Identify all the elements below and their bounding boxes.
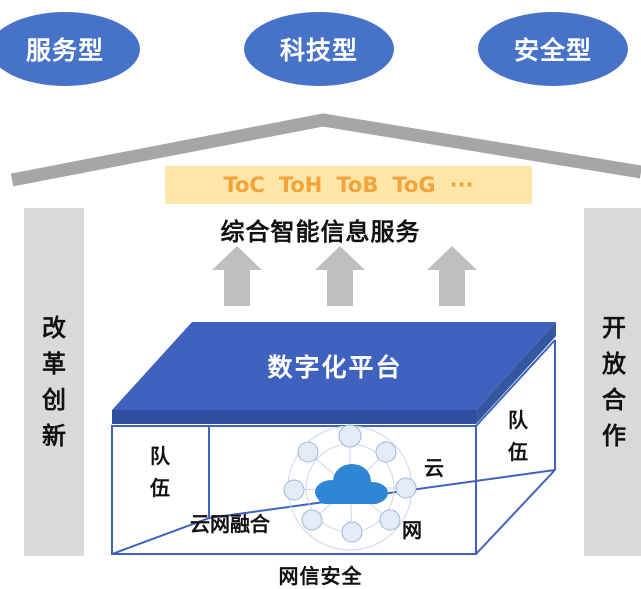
up-arrow-icon bbox=[315, 246, 365, 306]
left-pillar-char: 新 bbox=[42, 421, 66, 450]
up-arrow-icon bbox=[212, 246, 262, 306]
team-label-left-char: 队 bbox=[150, 444, 170, 468]
oval-service-type: 服务型 bbox=[0, 12, 140, 86]
left-pillar-char: 革 bbox=[42, 349, 66, 378]
team-label-left-char: 伍 bbox=[150, 476, 170, 500]
up-arrows bbox=[212, 246, 477, 306]
cloud-network-fusion-label: 云网融合 bbox=[190, 512, 270, 536]
oval-tech-type: 科技型 bbox=[244, 12, 394, 86]
cloud-label: 云 bbox=[424, 456, 444, 480]
cloud-network-icon bbox=[283, 424, 417, 551]
banner-item-tog: ToG bbox=[392, 173, 436, 197]
banner-item-toc: ToC bbox=[223, 173, 265, 197]
network-label: 网 bbox=[402, 518, 422, 542]
right-pillar-open-cooperation: 开 放 合 作 bbox=[584, 208, 641, 556]
up-arrow-icon bbox=[427, 246, 477, 306]
banner-item-more: ··· bbox=[449, 173, 474, 197]
right-pillar-char: 作 bbox=[602, 421, 626, 450]
roof-line bbox=[10, 113, 641, 187]
left-pillar-reform-innovation: 改 革 创 新 bbox=[24, 208, 84, 556]
team-label-right-char: 队 bbox=[508, 408, 528, 432]
team-label-left: 队 伍 bbox=[150, 440, 170, 504]
service-title: 综合智能信息服务 bbox=[220, 217, 421, 246]
team-label-right-char: 伍 bbox=[508, 440, 528, 464]
right-pillar-char: 开 bbox=[602, 313, 626, 342]
team-label-right: 队 伍 bbox=[508, 404, 528, 468]
oval-security-type: 安全型 bbox=[478, 12, 628, 86]
left-pillar-char: 改 bbox=[42, 313, 66, 342]
platform-title: 数字化平台 bbox=[267, 353, 403, 382]
banner-item-tob: ToB bbox=[336, 173, 379, 197]
banner-item-toh: ToH bbox=[278, 173, 323, 197]
footer-title: 网信安全 bbox=[278, 564, 363, 588]
right-pillar-char: 放 bbox=[602, 349, 626, 378]
right-pillar-char: 合 bbox=[602, 385, 626, 414]
audience-banner: ToC ToH ToB ToG ··· bbox=[165, 166, 532, 204]
left-pillar-char: 创 bbox=[42, 385, 66, 414]
